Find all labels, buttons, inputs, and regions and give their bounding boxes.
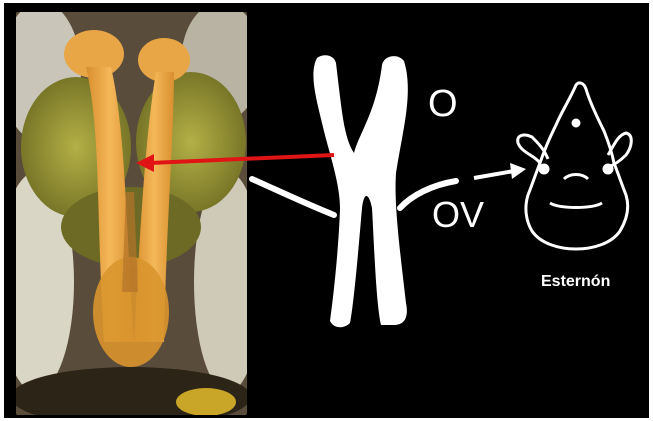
sternum-outline [518, 83, 632, 249]
red-arrow-icon [136, 154, 334, 172]
oviduct-label: OV [432, 197, 484, 233]
sternum-label: Esternón [541, 274, 610, 290]
figure-frame: O OV Esternón [4, 3, 649, 418]
white-arrow-icon [474, 163, 526, 179]
schematic-diagram [4, 3, 649, 418]
oviduct-outline [252, 55, 456, 327]
ovary-label: O [428, 85, 458, 123]
